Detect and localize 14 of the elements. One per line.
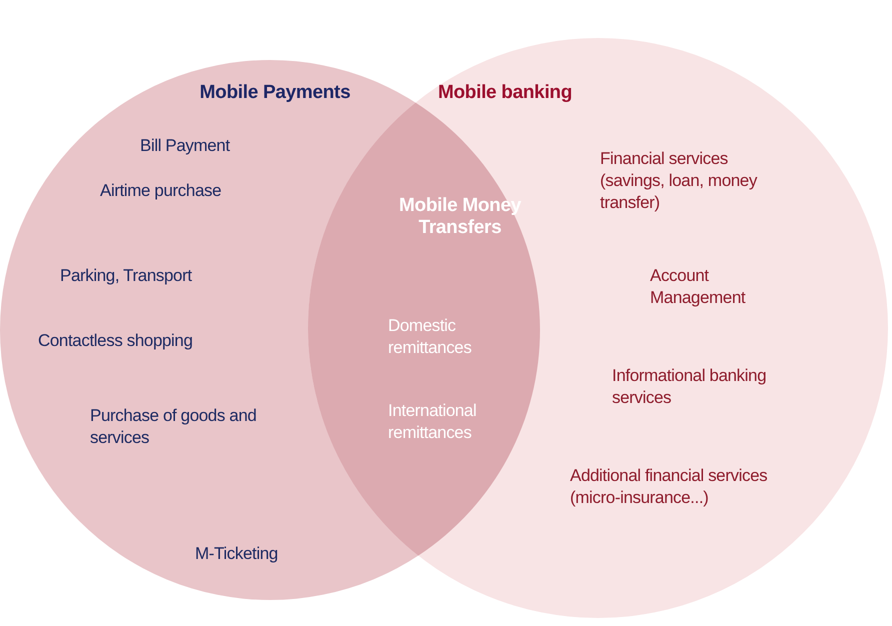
- set-heading: Mobile Payments: [198, 82, 352, 104]
- item-text: Domestic remittances: [388, 315, 472, 359]
- item-text: Airtime purchase: [100, 180, 222, 202]
- item-text: International remittances: [388, 400, 478, 444]
- item-text: Parking, Transport: [60, 265, 193, 287]
- item-text: Financial services (savings, loan, money transfer): [600, 148, 758, 214]
- set-heading: Mobile banking: [436, 82, 574, 104]
- item-text: Account Management: [650, 265, 746, 309]
- item-text: Additional financial services (micro-insurance...): [570, 465, 768, 509]
- item-text: Informational banking services: [612, 365, 768, 409]
- item-text: M-Ticketing: [195, 543, 279, 565]
- item-text: Bill Payment: [140, 135, 231, 157]
- item-text: Purchase of goods and services: [90, 405, 258, 449]
- item-text: Contactless shopping: [38, 330, 194, 352]
